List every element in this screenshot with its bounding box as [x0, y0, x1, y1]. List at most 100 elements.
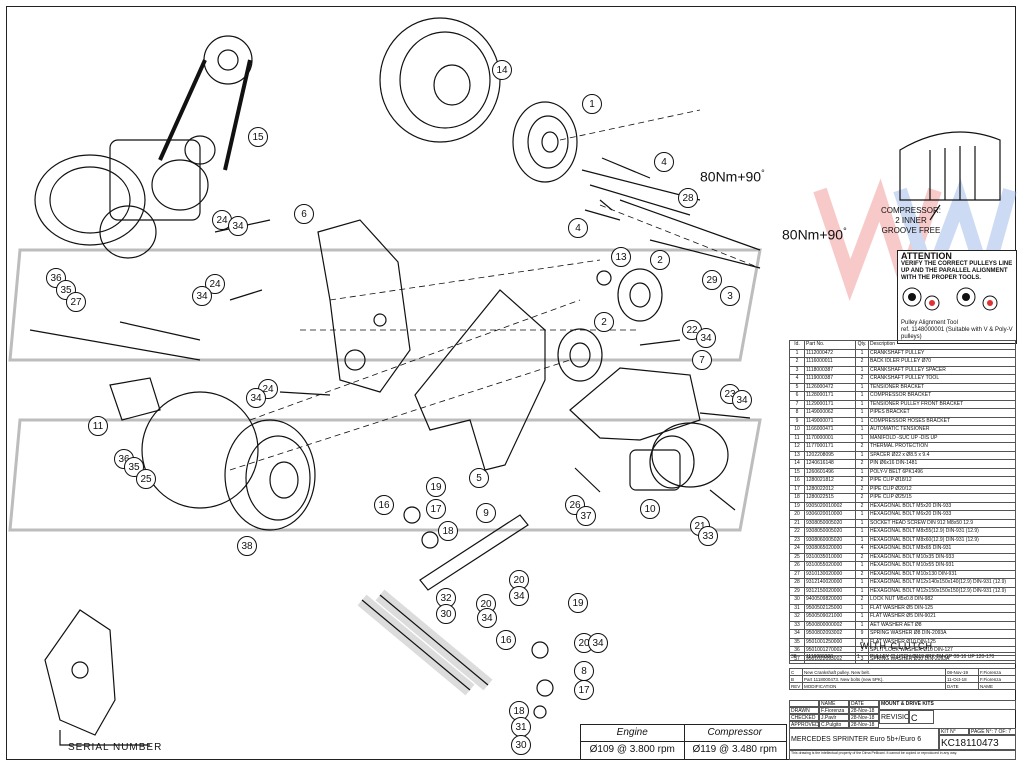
bom-qty: 1	[855, 391, 869, 401]
tb-col-name: NAME	[819, 700, 849, 707]
compressor-note-line: 2 INNER	[895, 216, 927, 225]
table-row: C New Crankshaft pulley. New belt. 08-No…	[789, 668, 1016, 676]
speed-table: Engine Compressor Ø109 @ 3.800 rpm Ø119 …	[580, 724, 787, 760]
bom-id: 11	[789, 433, 805, 443]
bom-part: 1280022012	[804, 484, 856, 494]
bom-qty: 2	[855, 459, 869, 469]
bom-desc: MANIFOLD -SUC UP -DIS UP	[868, 433, 1016, 443]
bom-desc: BACK IDLER PULLEY Ø70	[868, 357, 1016, 367]
tb-col-date: DATE	[849, 700, 879, 707]
callout-2: 2	[594, 312, 614, 332]
callout-34: 34	[246, 388, 266, 408]
callout-33: 33	[698, 526, 718, 546]
rev-date: DATE	[945, 682, 979, 690]
bom-part: 9310055020000	[804, 561, 856, 571]
bom-desc: TENSIONER BRACKET	[868, 382, 1016, 392]
kit-number: KC18110473	[939, 735, 1016, 750]
bom-id: 28	[789, 578, 805, 588]
engine-label: Engine	[616, 727, 648, 738]
bom-id: 4	[789, 374, 805, 384]
bom-id: 26	[789, 561, 805, 571]
callout-6: 6	[294, 204, 314, 224]
tb-name: C.Pulgito	[819, 721, 849, 728]
alignment-tool-ref: ref. 1148000001 (Suitable with V & Poly-…	[901, 327, 1013, 340]
tb-role: CHECKED	[789, 714, 819, 721]
bom-qty: 1	[855, 450, 869, 460]
bom-desc: COMPRESSOR BRACKET	[868, 391, 1016, 401]
callout-34: 34	[588, 633, 608, 653]
bom-part: 1202208095	[804, 450, 856, 460]
bom-id: 1	[789, 348, 805, 358]
bom-part: 1280022515	[804, 493, 856, 503]
degree-sign: °	[843, 226, 847, 236]
tb-date: 28-Nov-18	[849, 714, 879, 721]
rev-id: C	[789, 668, 803, 676]
bom-part: 1129000171	[804, 399, 856, 409]
bom-part: 9308050005020	[804, 518, 856, 528]
bom-desc: PIPES BRACKET	[868, 408, 1016, 418]
bom-qty: 2	[855, 442, 869, 452]
torque-value: 80Nm+90	[782, 226, 844, 243]
tensioner-front-bracket	[569, 367, 701, 441]
bom-desc: CRANKSHAFT PULLEY SPACER	[868, 365, 1016, 375]
callout-11: 11	[88, 416, 108, 436]
callout-30: 30	[511, 735, 531, 755]
compressor-groove-detail	[899, 131, 1001, 221]
bom-part: 9310035010000	[804, 552, 856, 562]
page-label: PAGE N°: 7 OF: 7	[969, 728, 1016, 735]
bom-part: 9500509021000	[804, 612, 856, 622]
callout-4: 4	[568, 218, 588, 238]
bom-id: 24	[789, 544, 805, 554]
bom-part: 1119000387	[804, 374, 856, 384]
callout-18: 18	[509, 701, 529, 721]
bom-qty: 1	[855, 620, 869, 630]
bom-qty: 1	[855, 510, 869, 520]
idler-pulleys	[557, 268, 663, 382]
bom-id: 22	[789, 527, 805, 537]
bom-desc: HEXAGONAL BOLT M8x55(12.9) DIN-931 (12.9…	[868, 527, 1016, 537]
bom-id: 18	[789, 493, 805, 503]
alignment-tool-name: Pulley Alignment Tool	[901, 320, 958, 326]
bom-id: 16	[789, 476, 805, 486]
callout-34: 34	[477, 608, 497, 628]
bom-part: 9305020010002	[804, 501, 856, 511]
degree-sign: °	[761, 168, 765, 178]
rev-mod: New Crankshaft pulley. New belt.	[802, 668, 946, 676]
bom-part: 1240616148	[804, 459, 856, 469]
tb-role: DRAWN	[789, 707, 819, 714]
bom-part: 1116000011	[804, 357, 856, 367]
rev-date: 11-Oct-18	[945, 675, 979, 683]
bom-part: 9306020010000	[804, 510, 856, 520]
bom-qty: 1	[855, 433, 869, 443]
callout-15: 15	[248, 127, 268, 147]
revision-table: C New Crankshaft pulley. New belt. 08-No…	[789, 668, 1016, 690]
table-row: B Part 1118000473. New bolts (new 5PK). …	[789, 675, 1016, 683]
revision-value: C	[909, 710, 934, 724]
rev-mod: Part 1118000473. New bolts (new 5PK).	[802, 675, 946, 683]
bom-part: 9310130020000	[804, 569, 856, 579]
bom-qty: 1	[855, 527, 869, 537]
bom-desc: HEXAGONAL BOLT M12x150x150x150(12.9) DIN…	[868, 586, 1016, 596]
bom-id: 19	[789, 501, 805, 511]
compressor-speed: Ø119 @ 3.480 rpm	[692, 744, 777, 755]
callout-2: 2	[650, 250, 670, 270]
callout-13: 13	[611, 247, 631, 267]
bom-id: 31	[789, 603, 805, 613]
tb-role: APPROVED	[789, 721, 819, 728]
callout-17: 17	[426, 499, 446, 519]
bom-desc: HEXAGONAL BOLT M10x130 DIN-931	[868, 569, 1016, 579]
leader-lines	[229, 109, 761, 471]
bom-id: 25	[789, 552, 805, 562]
